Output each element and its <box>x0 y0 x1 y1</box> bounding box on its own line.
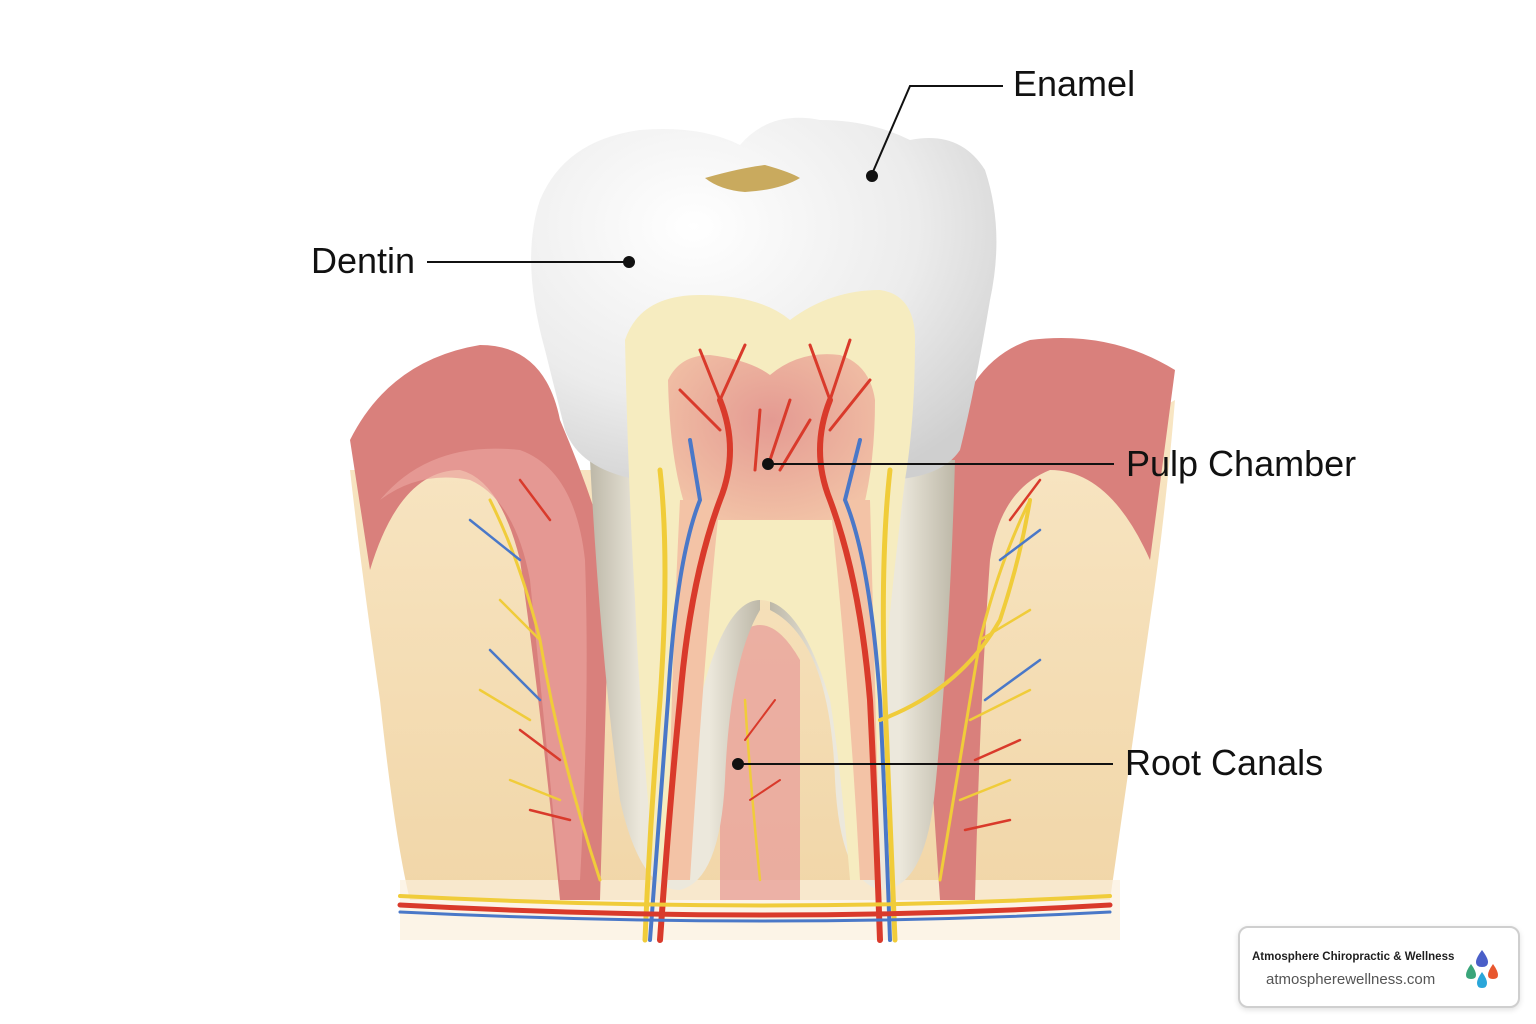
label-pulp-chamber: Pulp Chamber <box>1126 443 1357 484</box>
gum-interdental <box>720 625 800 900</box>
leader-lines <box>427 85 1114 770</box>
gum-right <box>920 338 1175 900</box>
label-dentin: Dentin <box>311 240 416 281</box>
droplets-logo-icon <box>1466 950 1498 988</box>
leader-enamel <box>871 85 1003 175</box>
root-canal-left <box>668 500 720 880</box>
crown-fissure <box>705 165 800 192</box>
branding-card[interactable]: Atmosphere Chiropractic & Wellness atmos… <box>1238 926 1520 1008</box>
label-root-canals: Root Canals <box>1125 742 1324 783</box>
gum-left-inner <box>380 448 587 880</box>
brand-name: Atmosphere Chiropractic & Wellness <box>1252 951 1455 963</box>
brand-url[interactable]: atmospherewellness.com <box>1266 971 1436 988</box>
label-enamel: Enamel <box>1013 63 1136 104</box>
